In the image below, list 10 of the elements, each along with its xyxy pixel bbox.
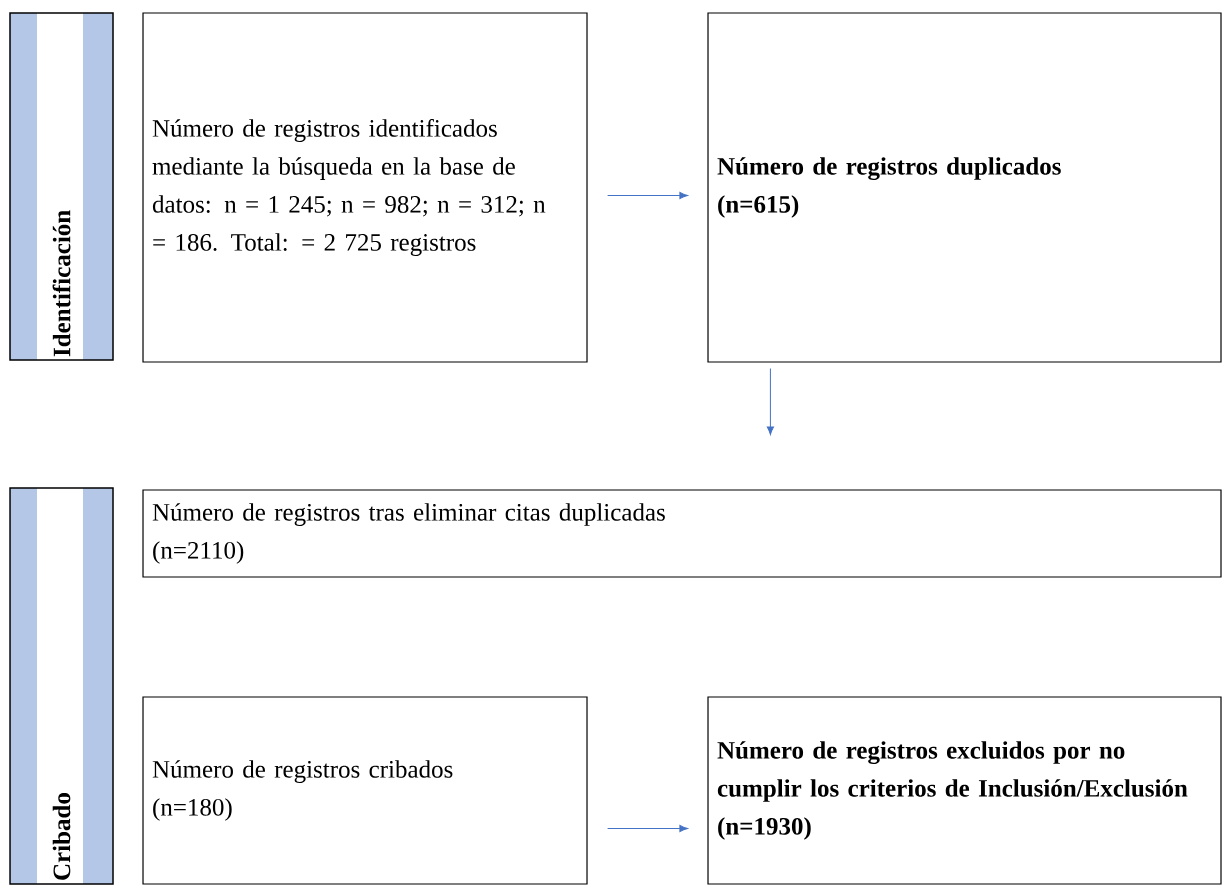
process-box: Número de registros duplicados (n=615) [707,12,1222,363]
process-box: Número de registros tras eliminar citas duplicadas (n=2110) [142,489,1222,578]
process-box: Número de registros excluidos por no cumplir los criterios de Inclusión/Exclusión (n=1930) [707,696,1222,885]
process-box: Número de registros cribados (n=180) [142,696,588,885]
arrow [766,368,774,435]
stage-band: Identificación [9,12,114,361]
stage-band: Cribado [9,487,114,885]
arrow [607,191,688,200]
arrow [607,824,688,833]
process-box: Número de registros identificados mediante la búsqueda en la base de datos: n = 1 245; n = 982; n = 312; n = 186. Total: = 2 725 registros [142,12,588,363]
